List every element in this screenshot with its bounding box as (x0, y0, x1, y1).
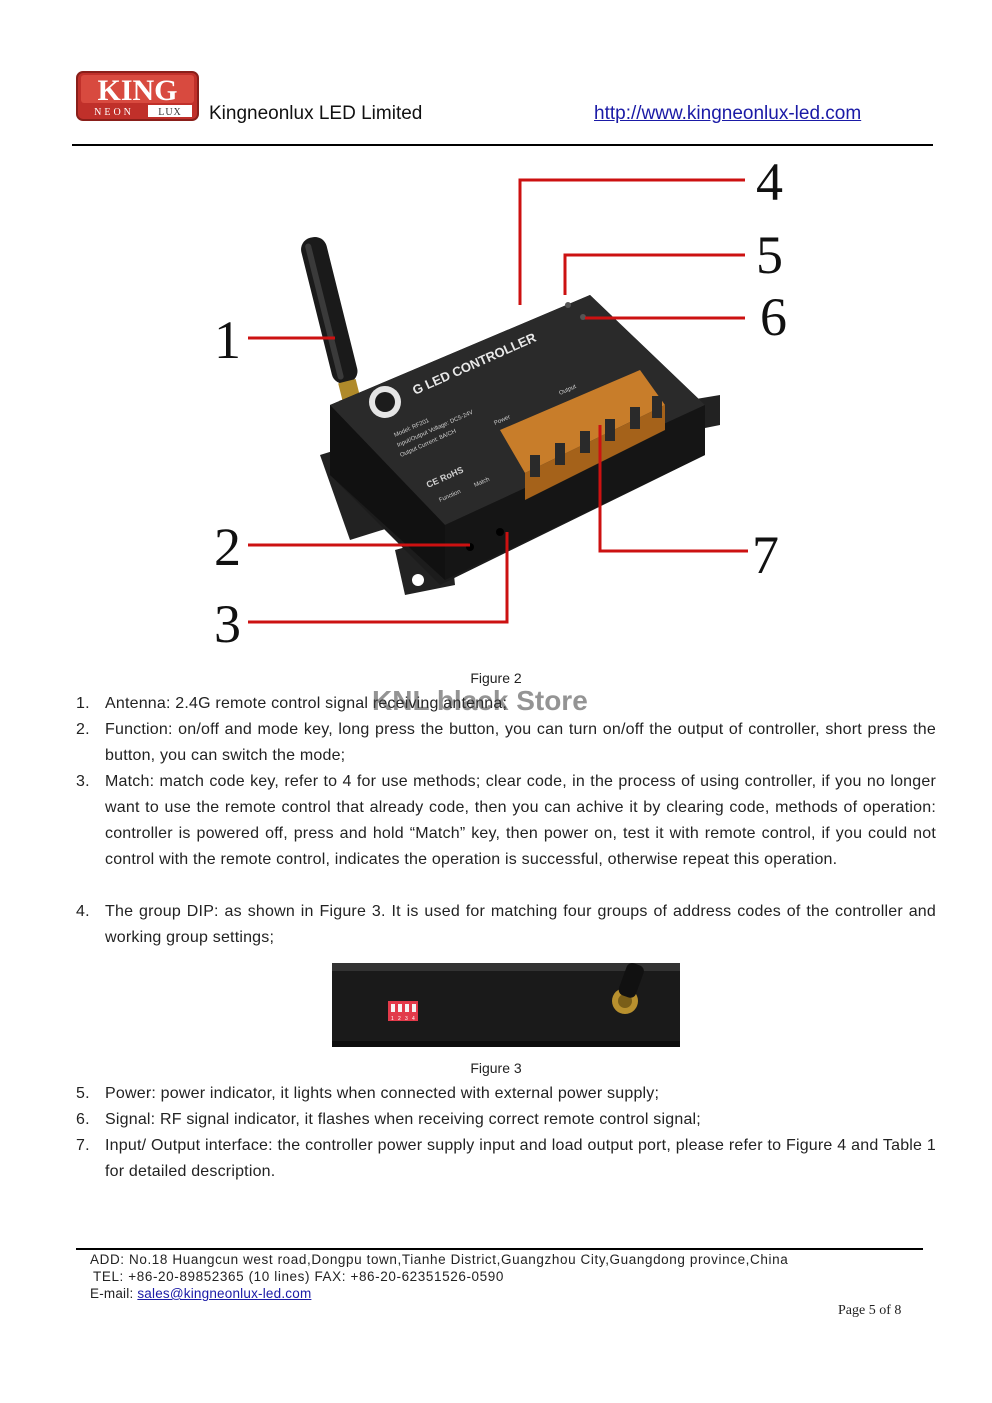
callout-7: 7 (752, 525, 779, 585)
list-item: 6. Signal: RF signal indicator, it flash… (76, 1111, 701, 1128)
callout-2: 2 (214, 517, 241, 577)
store-watermark: KNL black Store (372, 685, 588, 716)
footer-divider (76, 1248, 923, 1250)
svg-text:NEON: NEON (94, 107, 134, 118)
list-item: 3. Match: match code key, refer to 4 for… (76, 773, 936, 868)
company-name: Kingneonlux LED Limited (209, 103, 423, 124)
page-number: Page 5 of 8 (838, 1303, 902, 1318)
company-logo: KING NEON LUX (76, 71, 199, 121)
figure-2-caption: Figure 2 (470, 670, 522, 686)
list-item: 1. Antenna: 2.4G remote control signal r… (76, 695, 508, 712)
callout-5: 5 (756, 225, 783, 285)
figure-2-controller-diagram: G LED CONTROLLER Model: RF201 Input/Outp… (200, 152, 800, 665)
svg-text:3: 3 (405, 1016, 408, 1022)
header-divider (72, 144, 933, 146)
list-item: 5. Power: power indicator, it lights whe… (76, 1085, 660, 1102)
footer-phone: TEL: +86-20-89852365 (10 lines) FAX: +86… (93, 1269, 504, 1284)
callout-1: 1 (214, 310, 241, 370)
figure-3-dip-switch-photo: 1 2 3 4 (330, 961, 682, 1049)
figure-3-caption: Figure 3 (470, 1060, 522, 1076)
callout-lines (248, 178, 748, 624)
callout-6: 6 (760, 287, 787, 347)
antenna (301, 236, 366, 411)
svg-text:1: 1 (391, 1016, 394, 1022)
callout-3: 3 (214, 594, 241, 654)
svg-text:KING: KING (97, 74, 177, 107)
list-item: 4. The group DIP: as shown in Figure 3. … (76, 903, 936, 946)
footer-email-line: E-mail: sales@kingneonlux-led.com (90, 1286, 311, 1301)
footer-email-label: E-mail: (90, 1286, 138, 1301)
list-item: 2. Function: on/off and mode key, long p… (76, 721, 936, 764)
footer-address: ADD: No.18 Huangcun west road,Dongpu tow… (90, 1252, 789, 1267)
svg-text:LUX: LUX (158, 107, 182, 118)
svg-text:2: 2 (398, 1016, 401, 1022)
dip-switch: 1 2 3 4 (388, 1001, 418, 1022)
list-item: 7. Input/ Output interface: the controll… (76, 1137, 936, 1180)
callout-4: 4 (756, 155, 783, 212)
svg-text:4: 4 (412, 1016, 415, 1022)
website-link[interactable]: http://www.kingneonlux-led.com (594, 103, 862, 124)
footer-email-link[interactable]: sales@kingneonlux-led.com (137, 1286, 312, 1301)
